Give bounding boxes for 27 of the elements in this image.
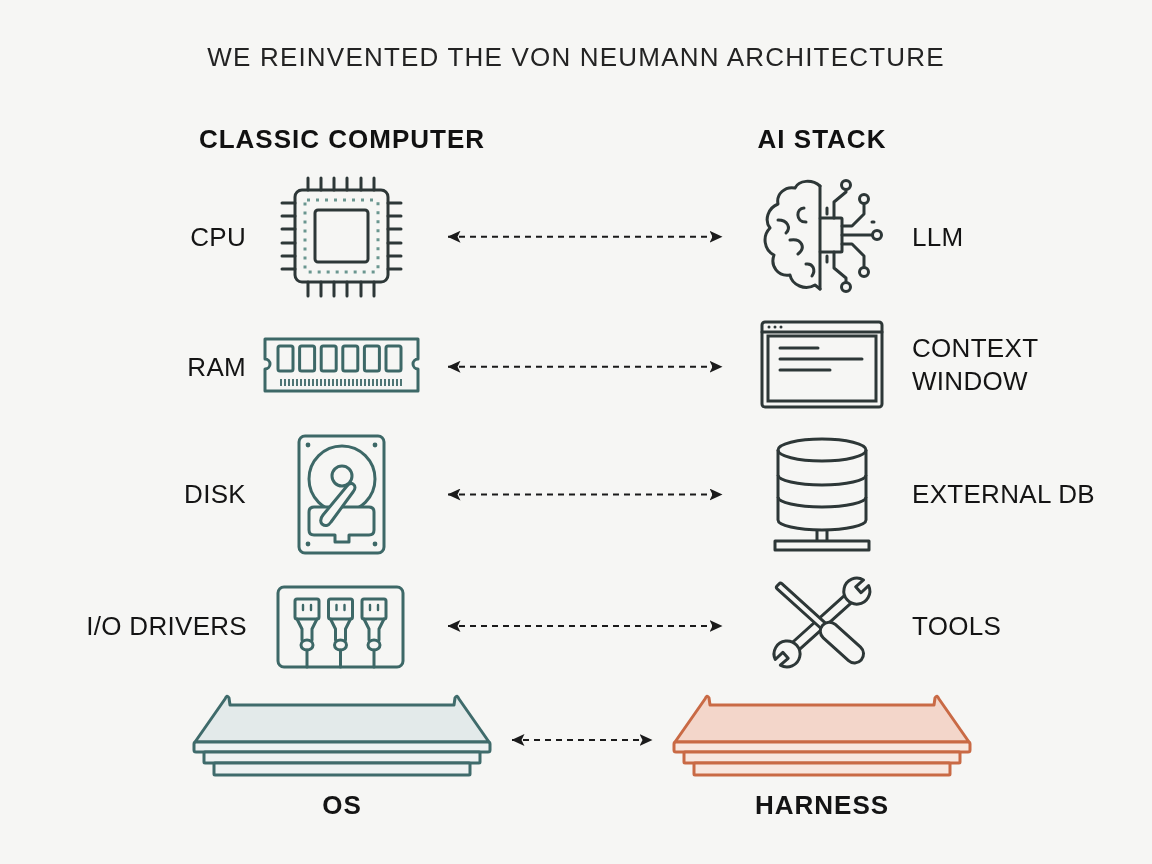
layer-label: HARNESS — [754, 788, 890, 822]
stacked-platform — [192, 692, 492, 778]
stacked-platform — [672, 692, 972, 778]
component-label: LLM — [912, 220, 964, 254]
plug-connectors-icon — [276, 585, 405, 669]
component-label: I/O DRIVERS — [86, 609, 247, 643]
hard-drive-icon — [297, 434, 386, 555]
double-headed-arrow — [447, 488, 723, 501]
database-icon — [773, 437, 871, 552]
double-headed-arrow — [511, 734, 653, 746]
component-label: RAM — [187, 350, 246, 384]
wrench-screwdriver-icon — [772, 577, 872, 669]
cpu-chip-icon — [280, 176, 403, 298]
component-label: DISK — [184, 477, 246, 511]
column-heading: AI STACK — [757, 123, 887, 155]
double-headed-arrow — [447, 230, 723, 243]
layer-label: OS — [322, 788, 362, 822]
component-label: TOOLS — [912, 609, 1002, 643]
column-heading: CLASSIC COMPUTER — [198, 123, 486, 155]
component-label: CONTEXT WINDOW — [912, 332, 1038, 398]
component-label: CPU — [190, 220, 246, 254]
component-label: EXTERNAL DB — [912, 477, 1095, 511]
double-headed-arrow — [447, 620, 723, 632]
double-headed-arrow — [447, 360, 723, 373]
diagram-title: WE REINVENTED THE VON NEUMANN ARCHITECTURE — [207, 41, 945, 74]
memory-module-icon — [263, 337, 420, 393]
browser-window-icon — [760, 320, 884, 409]
